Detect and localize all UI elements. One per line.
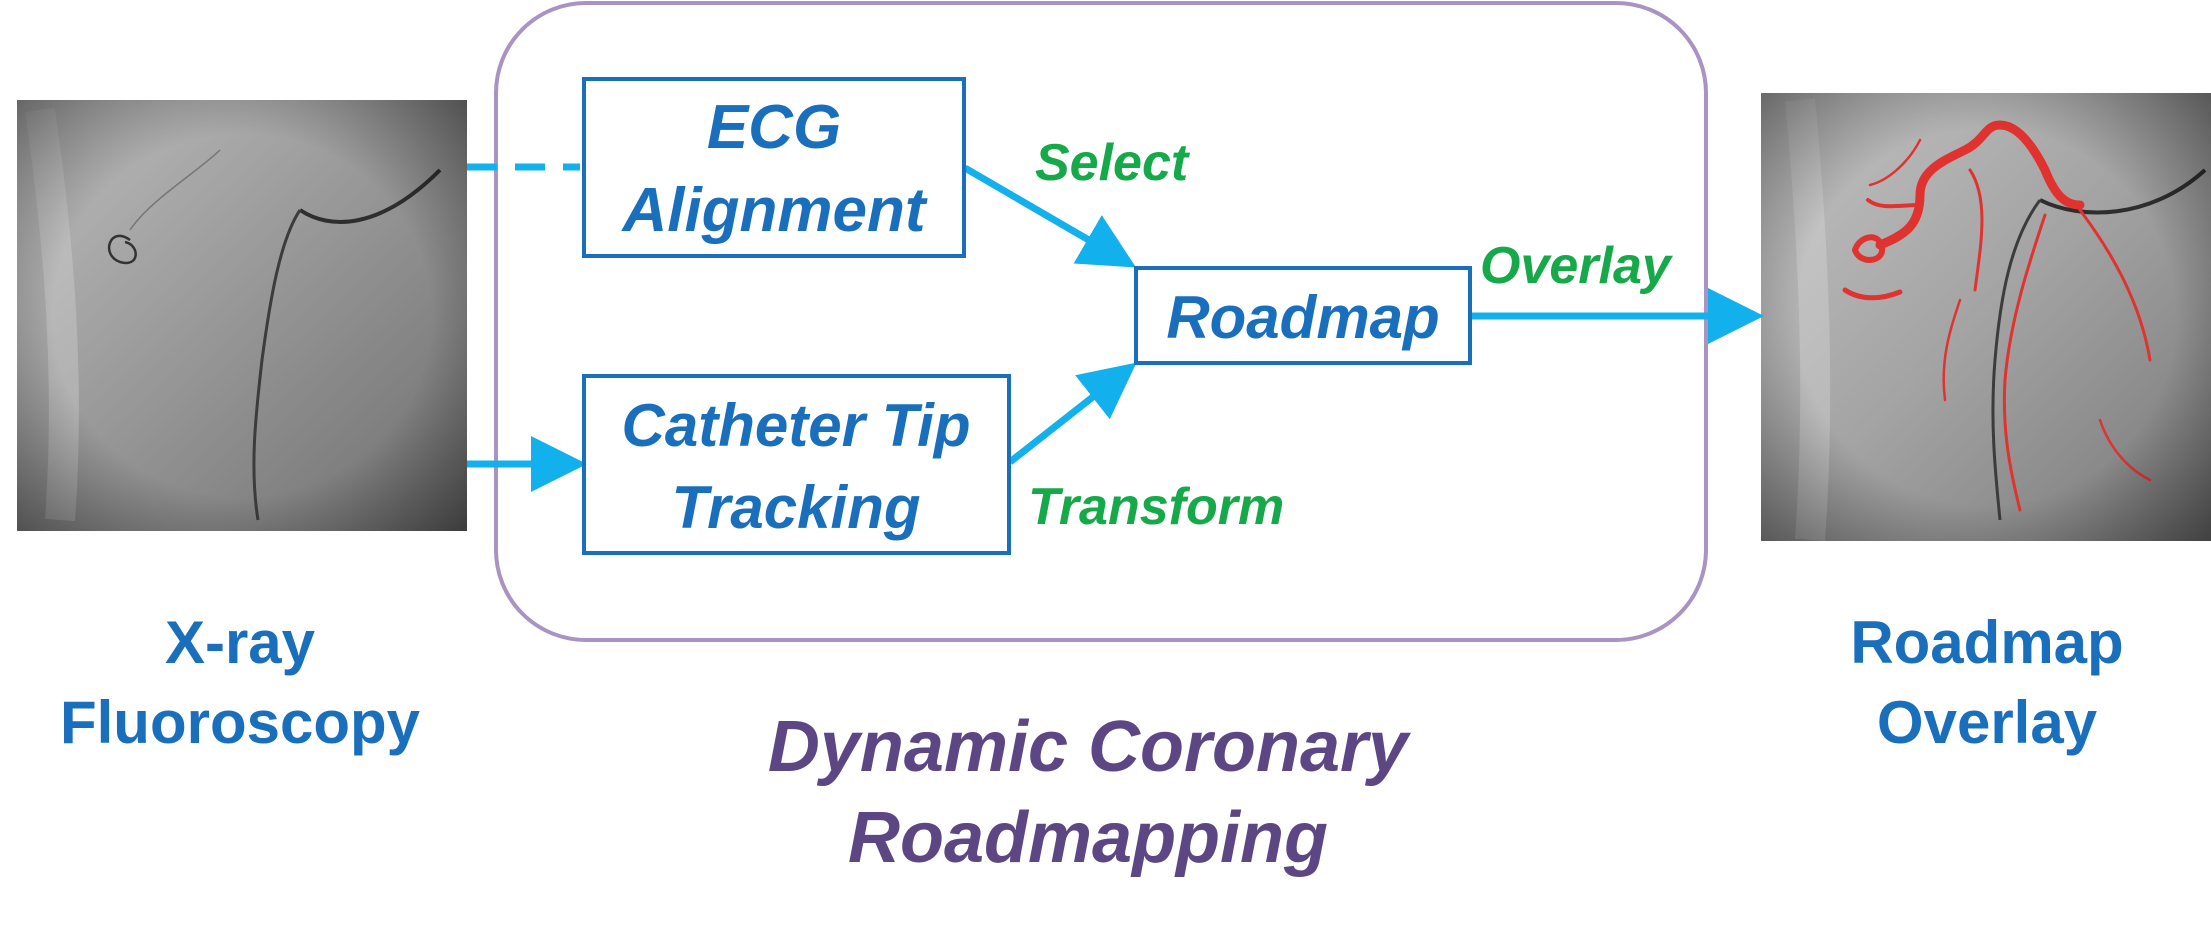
title-line1: Dynamic Coronary <box>768 707 1412 787</box>
caption-left-line2: Fluoroscopy <box>60 689 421 756</box>
transform-label: Transform <box>1028 478 1284 536</box>
ecg-alignment-line1: ECG <box>707 93 841 162</box>
title-line2: Roadmapping <box>848 798 1328 878</box>
catheter-tip-tracking-box: Catheter Tip Tracking <box>582 374 1011 555</box>
ecg-alignment-box: ECG Alignment <box>582 77 966 258</box>
catheter-tip-line2: Tracking <box>672 474 921 541</box>
caption-right-line1: Roadmap <box>1850 609 2123 676</box>
roadmap-overlay-image <box>1761 93 2211 542</box>
roadmap-label: Roadmap <box>1166 284 1439 351</box>
catheter-tip-line1: Catheter Tip <box>622 392 971 459</box>
ecg-alignment-line2: Alignment <box>620 176 927 245</box>
pipeline-container <box>494 1 1708 642</box>
arrow-transform <box>1007 362 1137 465</box>
overlay-label: Overlay <box>1480 237 1674 295</box>
arrow-select <box>963 164 1137 268</box>
caption-left-line1: X-ray <box>165 609 316 676</box>
caption-right-line2: Overlay <box>1877 689 2098 756</box>
xray-fluoroscopy-image <box>17 100 467 531</box>
roadmap-box: Roadmap <box>1134 266 1472 365</box>
select-label: Select <box>1035 134 1191 192</box>
